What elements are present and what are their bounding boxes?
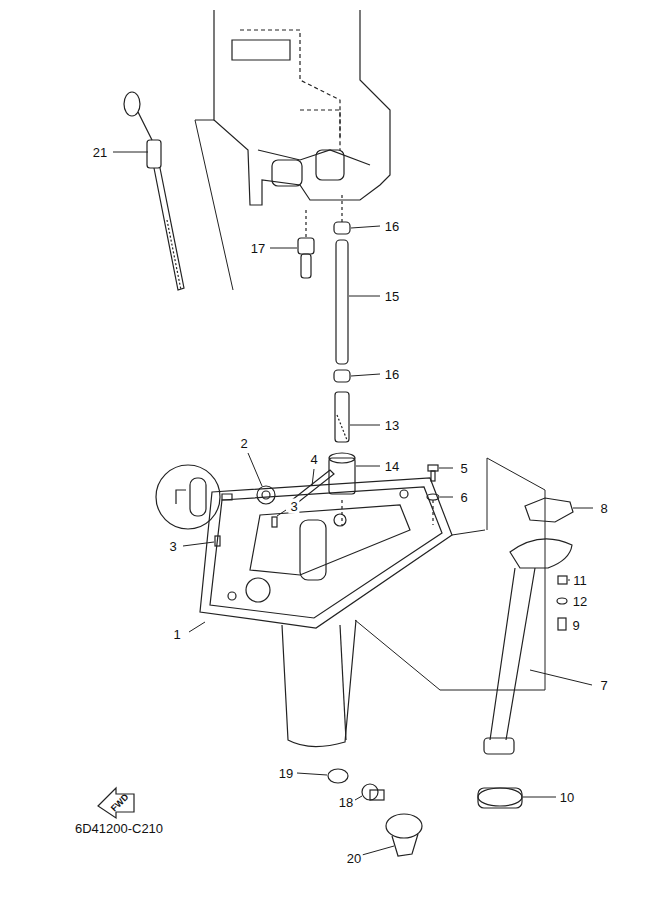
callout-number: 5 [458, 461, 469, 476]
callout-number: 21 [91, 145, 109, 160]
callout-number: 14 [383, 459, 401, 474]
callout-number: 6 [458, 490, 469, 505]
callout-number: 9 [570, 618, 581, 633]
oil-strainer [329, 392, 355, 525]
callout-number: 8 [598, 501, 609, 516]
dowel-pin [272, 517, 277, 527]
forward-arrow [98, 788, 134, 818]
callout-number: 20 [345, 851, 363, 866]
callout-number: 3 [288, 499, 299, 514]
callout-number: 18 [337, 795, 355, 810]
direction-label: FWD [107, 790, 132, 815]
callout-number: 10 [558, 790, 576, 805]
callout-number: 13 [383, 418, 401, 433]
callout-number: 7 [598, 678, 609, 693]
leader-lines [113, 152, 593, 855]
callout-number: 15 [383, 289, 401, 304]
engine-block [195, 10, 390, 290]
callout-number: 12 [571, 594, 589, 609]
oil-pan [200, 478, 485, 747]
oil-pipe [334, 195, 350, 382]
callout-number: 11 [571, 573, 589, 588]
callout-number: 2 [238, 436, 249, 451]
callout-number: 3 [167, 539, 178, 554]
diagram-code: 6D41200-C210 [73, 821, 165, 836]
callout-number: 4 [308, 452, 319, 467]
callout-number: 16 [383, 219, 401, 234]
exhaust-tube [478, 539, 572, 808]
reference-bracket [440, 458, 545, 690]
gasket [525, 498, 573, 522]
dipstick [124, 92, 184, 290]
drain-plug [328, 769, 422, 856]
callout-number: 1 [171, 627, 182, 642]
callout-number: 17 [249, 241, 267, 256]
bolt-washer [557, 576, 567, 630]
callout-number: 19 [277, 766, 295, 781]
oil-pipe-union [298, 210, 314, 278]
callout-number: 16 [383, 367, 401, 382]
